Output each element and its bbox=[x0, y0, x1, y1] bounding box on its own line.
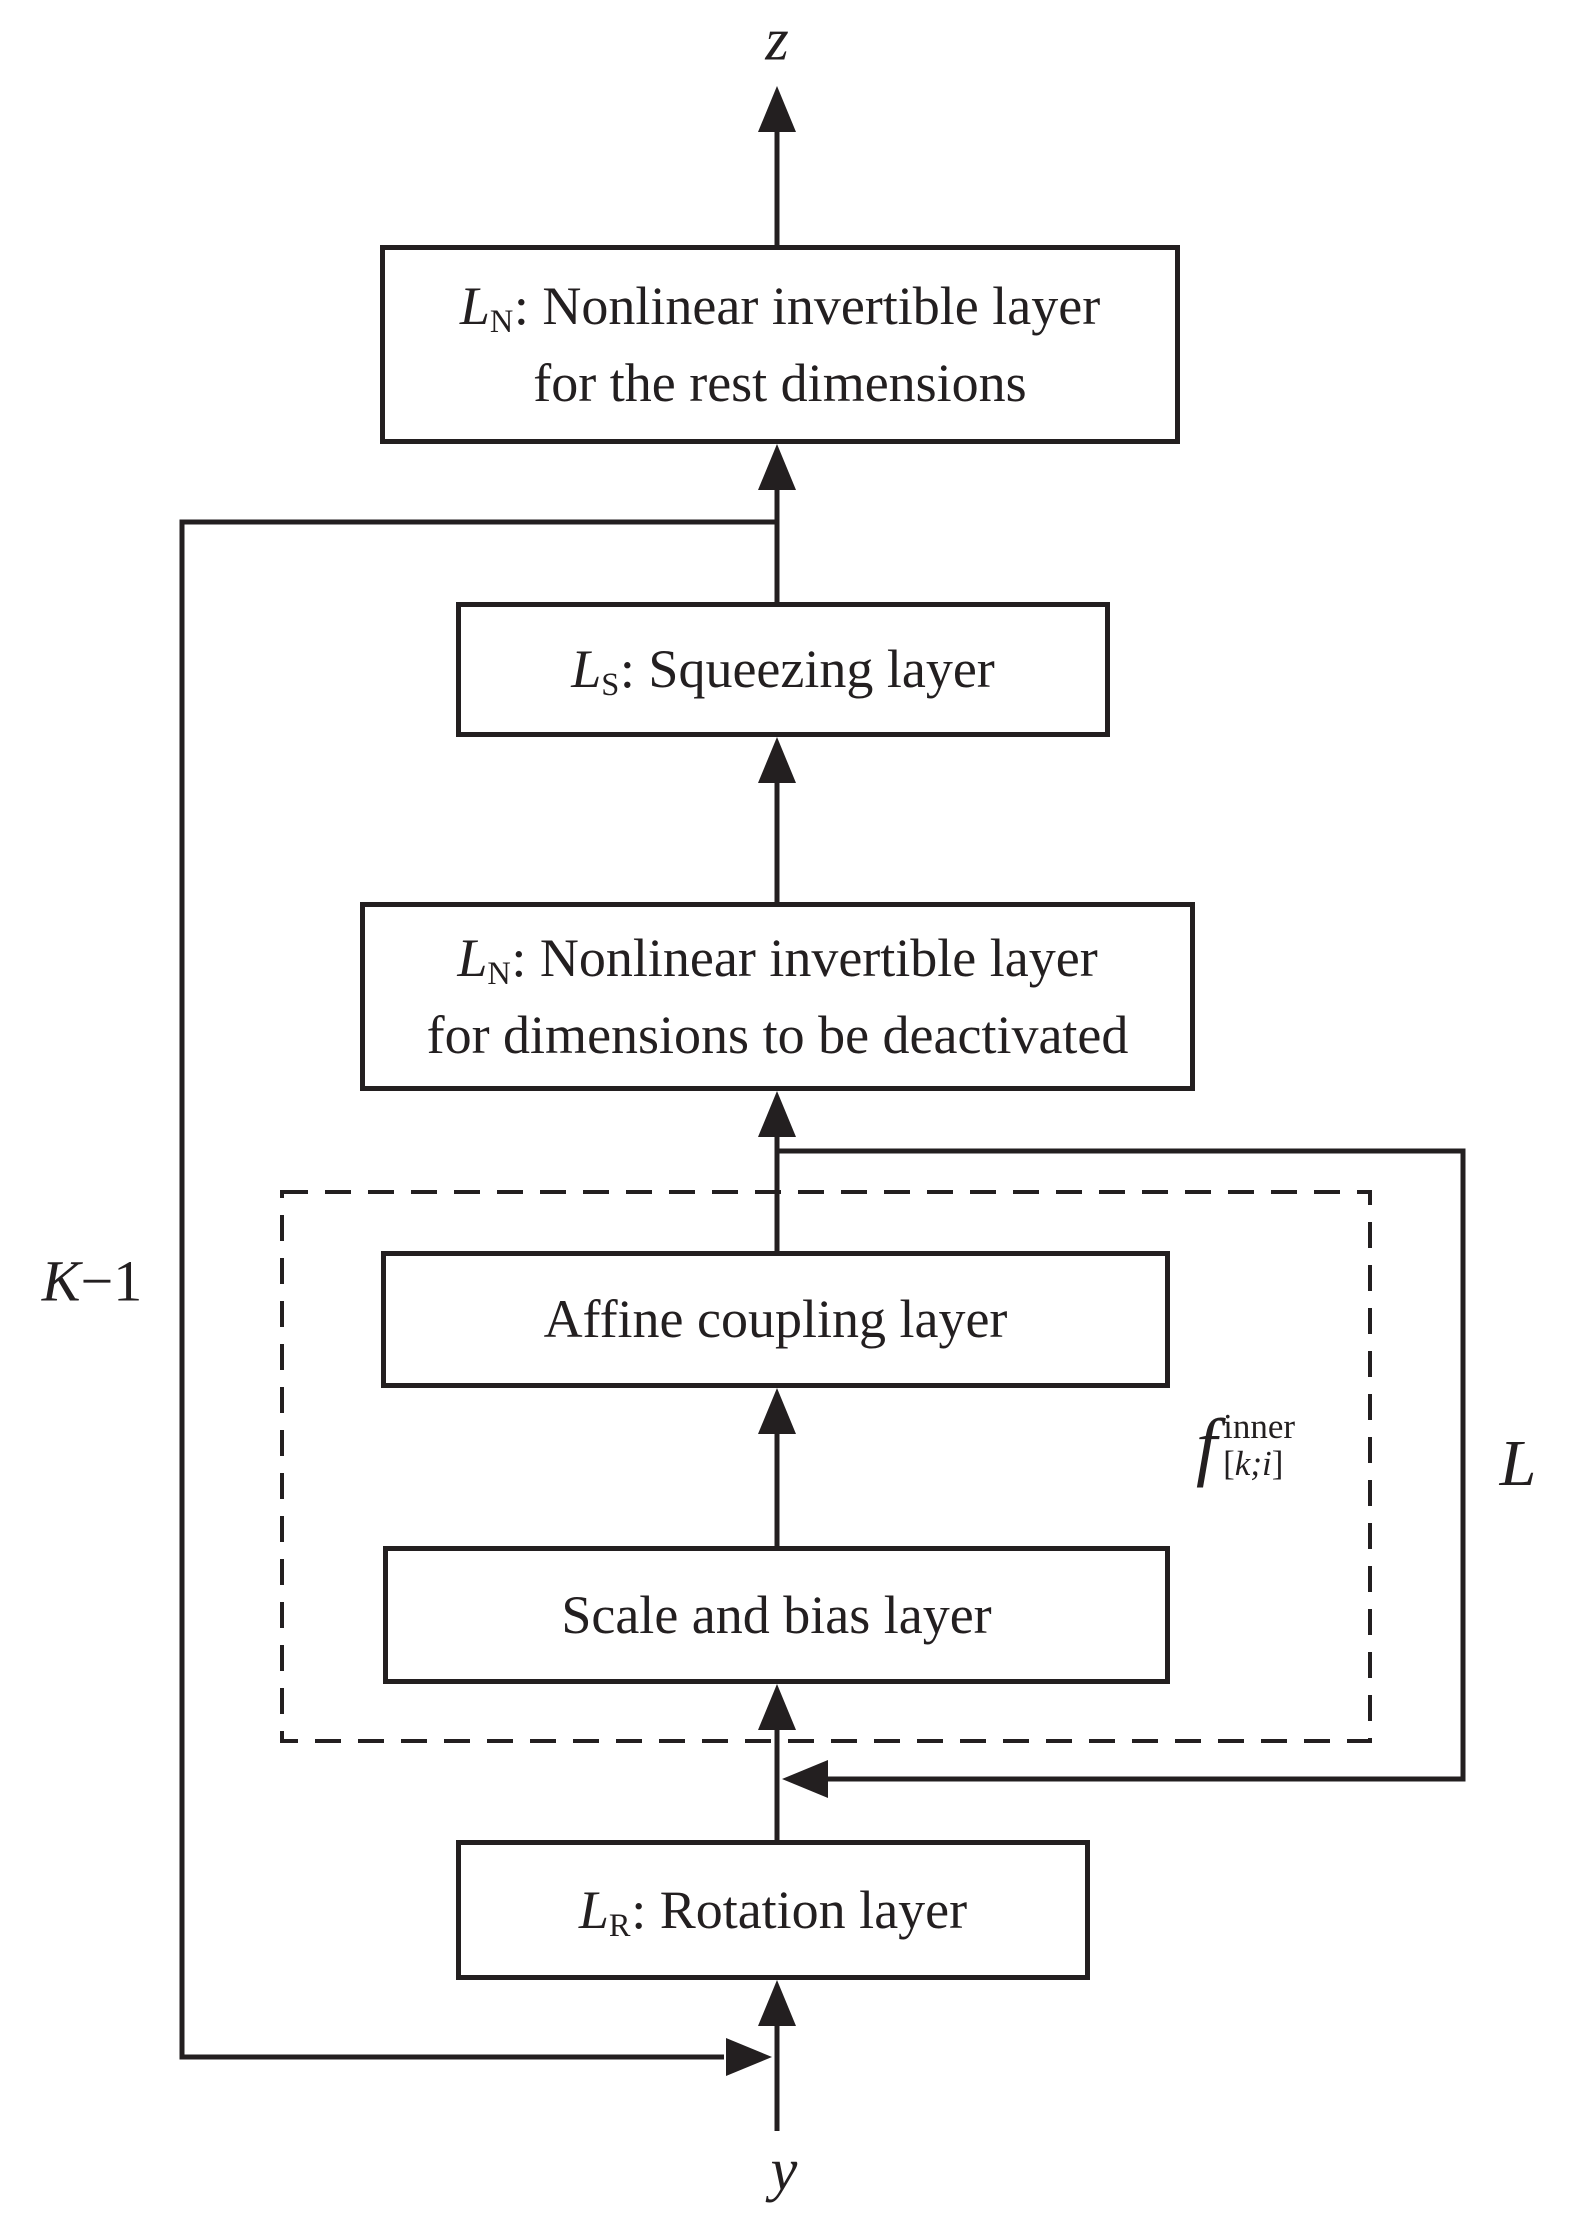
inner-loop-l-wire bbox=[777, 1148, 1466, 1782]
box-squeezing-layer: LS: Squeezing layer bbox=[456, 602, 1110, 737]
inner-function-subscript: [k;i] bbox=[1223, 1444, 1284, 1483]
inner-function-label: f inner [k;i] bbox=[1196, 1408, 1295, 1484]
box-nonlinear-invertible-deactivated: LN: Nonlinear invertible layer for dimen… bbox=[360, 902, 1195, 1091]
arrowhead-up-squeeze bbox=[758, 737, 796, 783]
box-nonlinear-invertible-rest: LN: Nonlinear invertible layer for the r… bbox=[380, 245, 1180, 444]
box-line: LN: Nonlinear invertible layer bbox=[459, 275, 1101, 340]
box-line: Scale and bias layer bbox=[561, 1584, 992, 1645]
outer-repeat-count-label: K−1 bbox=[41, 1248, 143, 1314]
arrowhead-up-top-box bbox=[758, 444, 796, 490]
arrowhead-right-k-loop bbox=[726, 2038, 772, 2076]
inner-repeat-count-label: L bbox=[1499, 1427, 1537, 1500]
arrowhead-up-scale bbox=[758, 1684, 796, 1730]
outer-loop-k-wire bbox=[179, 519, 777, 2060]
input-variable-label: y bbox=[770, 2136, 798, 2203]
arrowhead-up-z bbox=[758, 86, 796, 132]
box-line: for the rest dimensions bbox=[533, 352, 1027, 413]
arrowhead-left-l-loop bbox=[782, 1760, 828, 1798]
box-line: LS: Squeezing layer bbox=[571, 639, 995, 703]
box-line: for dimensions to be deactivated bbox=[426, 1004, 1129, 1065]
box-line: LR: Rotation layer bbox=[578, 1879, 968, 1944]
inner-function-symbol: f bbox=[1196, 1404, 1218, 1488]
box-rotation-layer: LR: Rotation layer bbox=[456, 1840, 1090, 1980]
arrowhead-up-rotation bbox=[758, 1980, 796, 2026]
box-line: Affine coupling layer bbox=[543, 1289, 1008, 1350]
box-line: LN: Nonlinear invertible layer bbox=[457, 927, 1098, 992]
inner-function-scripts: inner [k;i] bbox=[1223, 1407, 1296, 1483]
box-affine-coupling-layer: Affine coupling layer bbox=[381, 1251, 1170, 1388]
output-variable-label: z bbox=[765, 6, 789, 73]
inner-function-superscript: inner bbox=[1223, 1407, 1296, 1447]
box-scale-and-bias-layer: Scale and bias layer bbox=[383, 1546, 1170, 1684]
arrowhead-up-middle bbox=[758, 1091, 796, 1137]
arrowhead-up-affine bbox=[758, 1388, 796, 1434]
